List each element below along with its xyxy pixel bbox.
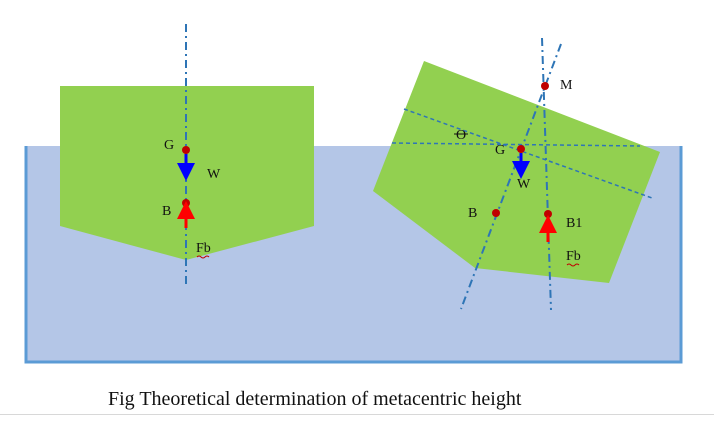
heeled-fb-label: Fb	[566, 249, 581, 264]
heeled-tilted-centerline	[460, 43, 562, 310]
heeled-fb-underline	[566, 263, 580, 267]
heeled-g-point	[517, 145, 525, 153]
heeled-g-label: G	[495, 143, 505, 158]
heeled-b1-label: B1	[566, 216, 582, 231]
upright-b-label: B	[162, 204, 171, 219]
upright-w-label: W	[207, 167, 221, 182]
bottom-divider	[0, 414, 714, 415]
upright-fb-underline	[196, 255, 210, 259]
heeled-b-point	[492, 209, 500, 217]
figure-caption: Fig Theoretical determination of metacen…	[108, 388, 522, 410]
upright-b-point	[182, 199, 190, 207]
heeled-b1-point	[544, 210, 552, 218]
upright-g-label: G	[164, 138, 174, 153]
heeled-m-label: M	[560, 78, 573, 93]
heeled-deck-parallel-line	[403, 108, 653, 199]
upright-g-point	[182, 146, 190, 154]
heeled-w-label: W	[517, 177, 531, 192]
heeled-m-point	[541, 82, 549, 90]
heeled-waterline-horizontal	[391, 142, 641, 147]
tank-wall	[24, 146, 683, 364]
heeled-o-label: O	[456, 128, 466, 143]
heeled-b-label: B	[468, 206, 477, 221]
upright-fb-label: Fb	[196, 241, 211, 256]
